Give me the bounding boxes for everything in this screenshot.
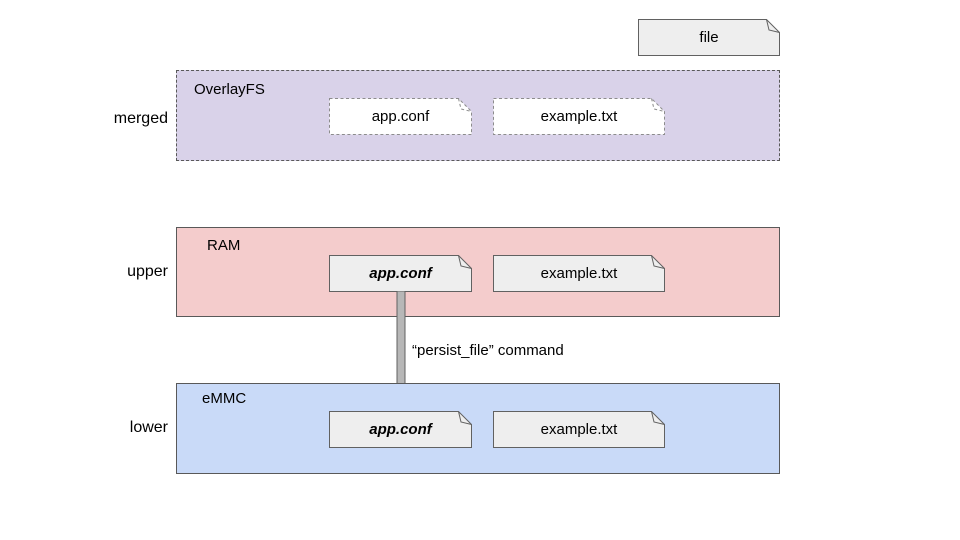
- layer-title-emmc: eMMC: [202, 390, 247, 407]
- layer-upper-ram: RAM app.conf example.txt: [176, 227, 780, 317]
- file-icon: [493, 411, 665, 448]
- upper-file-app-conf: app.conf: [329, 255, 472, 292]
- layer-title-overlayfs: OverlayFS: [194, 81, 265, 98]
- persist-command-label: “persist_file” command: [412, 342, 564, 359]
- lower-file-example-txt: example.txt: [493, 411, 665, 448]
- legend-file-shape: file: [638, 19, 780, 56]
- upper-file-example-txt: example.txt: [493, 255, 665, 292]
- merged-file-example-txt: example.txt: [493, 98, 665, 135]
- file-name-label: example.txt: [540, 265, 618, 282]
- file-name-label: app.conf: [369, 265, 432, 282]
- file-name-label: app.conf: [369, 421, 432, 438]
- row-label-upper: upper: [127, 263, 168, 280]
- file-icon: [493, 255, 665, 292]
- layer-lower-emmc: eMMC app.conf example.txt: [176, 383, 780, 474]
- layer-merged-overlayfs: OverlayFS app.conf example.txt: [176, 70, 780, 161]
- legend-file-label: file: [699, 29, 719, 46]
- file-icon: [329, 411, 472, 448]
- file-name-label: app.conf: [371, 108, 430, 125]
- file-name-label: example.txt: [540, 421, 618, 438]
- row-label-merged: merged: [113, 110, 168, 127]
- file-icon: [493, 98, 665, 135]
- file-name-label: example.txt: [540, 108, 618, 125]
- layer-title-ram: RAM: [207, 237, 241, 254]
- lower-file-app-conf: app.conf: [329, 411, 472, 448]
- file-icon: [329, 98, 472, 135]
- file-icon: [638, 19, 780, 56]
- file-icon: [329, 255, 472, 292]
- merged-file-app-conf: app.conf: [329, 98, 472, 135]
- row-label-lower: lower: [129, 419, 168, 436]
